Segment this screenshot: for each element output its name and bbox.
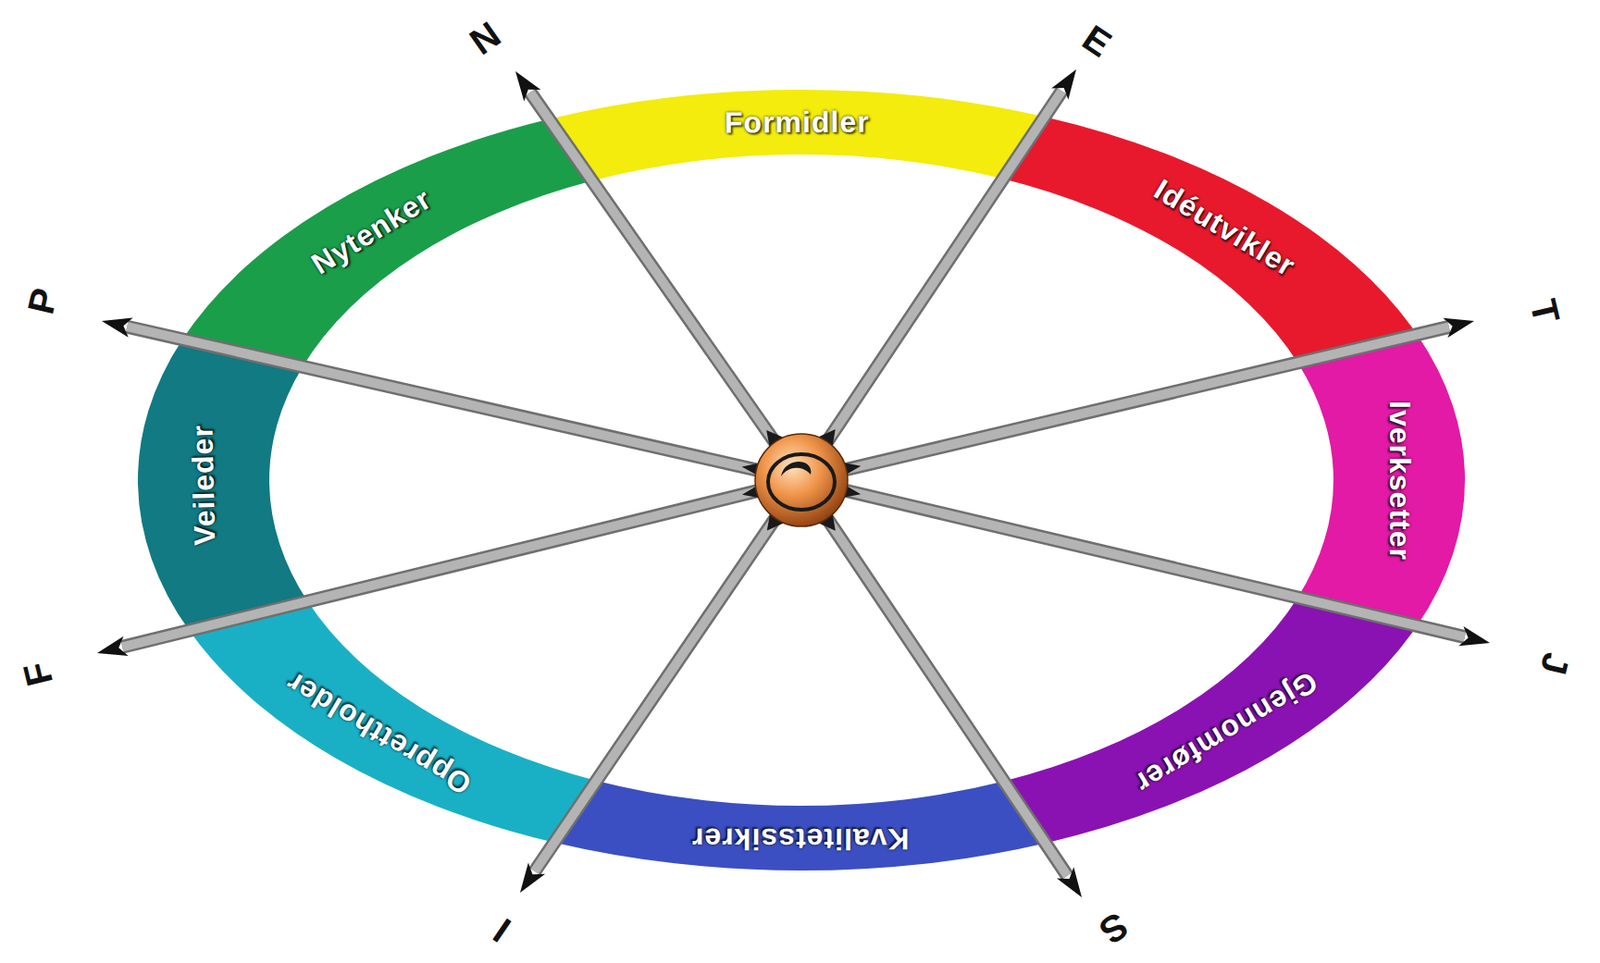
- role-segment: Formidler: [717, 102, 878, 142]
- spoke: [801, 480, 1465, 638]
- ring-segment: [1004, 597, 1418, 844]
- compass-letter: F: [14, 657, 62, 690]
- compass-letter: P: [19, 284, 66, 318]
- arrowhead: [1442, 318, 1475, 338]
- ring-segment: [1003, 116, 1417, 363]
- spoke: [126, 326, 802, 481]
- role-name: Iverksetter: [1383, 400, 1417, 561]
- spoke-edge: [122, 480, 802, 647]
- ring-segment: [188, 601, 596, 844]
- arrowhead: [515, 71, 541, 102]
- role-name: Formidler: [724, 104, 870, 139]
- spoke-edge: [126, 326, 802, 481]
- arrowhead: [1051, 69, 1077, 100]
- role-segment: Nytenker: [297, 175, 445, 287]
- orb-swirl: [768, 454, 835, 510]
- ring-segment: [548, 89, 1044, 181]
- arrowhead: [97, 636, 129, 657]
- arrowhead: [1458, 626, 1490, 646]
- role-segment: Gjennomfører: [1120, 658, 1330, 807]
- compass-letter: J: [1532, 648, 1578, 679]
- role-name: Nytenker: [305, 181, 437, 281]
- ring-segment: [137, 339, 308, 632]
- centre-orb: [742, 429, 862, 532]
- compass-letter: T: [1521, 295, 1567, 327]
- spoke: [801, 480, 1067, 877]
- role-name: Veileder: [185, 423, 222, 546]
- spoke: [801, 326, 1450, 481]
- role-name: Opprettholder: [280, 666, 478, 803]
- ring-segment: [1297, 334, 1465, 627]
- role-segment: Opprettholder: [272, 659, 485, 808]
- role-name: Gjennomfører: [1128, 665, 1324, 801]
- ring-segment: [554, 781, 1046, 871]
- compass-letter: E: [1074, 16, 1118, 65]
- role-segment: Veileder: [183, 416, 224, 554]
- orb: [755, 434, 848, 527]
- spoke-edge: [801, 480, 1465, 638]
- compass-letter: S: [1091, 904, 1135, 953]
- orb-crescent: [781, 461, 811, 477]
- arrowhead: [520, 862, 546, 894]
- role-segment: Iverksetter: [1380, 393, 1419, 569]
- compass-star: [742, 429, 862, 532]
- role-name: Idéutvikler: [1149, 172, 1303, 283]
- role-name: Kvalitetssikrer: [691, 821, 910, 856]
- compass-letter: I: [486, 909, 520, 950]
- colour-ring: [137, 89, 1465, 871]
- role-segment: Idéutvikler: [1141, 166, 1309, 289]
- spoke: [122, 480, 802, 647]
- arrowhead: [1056, 867, 1082, 898]
- arrowhead: [101, 317, 134, 337]
- compass-spokes: [97, 69, 1490, 898]
- spoke-edge: [801, 326, 1450, 481]
- compass-letter: N: [461, 12, 508, 63]
- role-segment: Kvalitetssikrer: [683, 818, 918, 857]
- ring-segment: [182, 119, 593, 368]
- spoke-edge: [801, 480, 1067, 877]
